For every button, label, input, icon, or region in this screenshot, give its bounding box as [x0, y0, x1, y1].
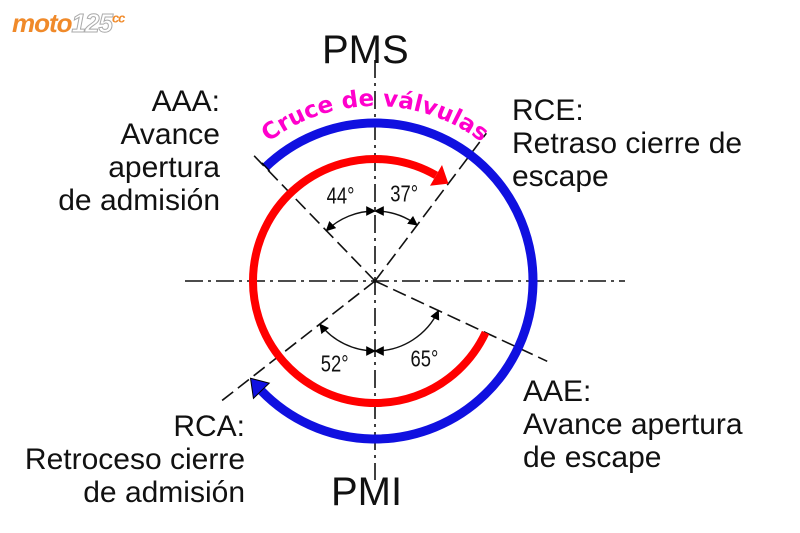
rce-line: escape — [512, 160, 609, 193]
aaa-line: Avance — [120, 118, 220, 151]
aae-line: Avance apertura — [523, 408, 743, 441]
aae-line — [374, 280, 548, 363]
logo-cc: cc — [111, 10, 126, 26]
exhaust-arc — [249, 155, 490, 407]
intake-arc-start-cap — [261, 162, 271, 172]
logo-number: 125 — [71, 8, 113, 39]
aae-angle-arc — [374, 309, 440, 356]
exhaust-arrowhead — [430, 164, 449, 186]
rca-line — [220, 280, 376, 402]
pmi-label: PMI — [331, 470, 403, 514]
rce-angle-arc — [374, 206, 418, 226]
moto125-logo: moto125cc — [12, 8, 126, 39]
rce-label: RCE: Retraso cierre de escape — [512, 94, 742, 193]
rca-angle-arc — [319, 323, 376, 356]
aaa-angle-value: 44° — [327, 184, 355, 209]
aaa-line: de admisión — [58, 184, 220, 217]
aaa-angle-arc — [325, 206, 376, 232]
rca-line: Retroceso cierre — [24, 443, 245, 476]
center-point — [373, 279, 377, 283]
rce-title: RCE: — [512, 94, 584, 127]
aaa-label: AAA: Avance apertura de admisión — [58, 85, 220, 217]
pms-label: PMS — [322, 28, 409, 72]
logo-text: moto — [12, 8, 73, 38]
aae-angle-value: 65° — [411, 347, 439, 372]
rca-line: de admisión — [83, 476, 245, 509]
intake-arc — [258, 118, 538, 444]
intake-arrowhead — [249, 377, 271, 400]
aae-label: AAE: Avance apertura de escape — [523, 375, 743, 474]
rca-title: RCA: — [173, 410, 245, 443]
rce-line: Retraso cierre de — [512, 127, 743, 160]
aaa-title: AAA: — [151, 85, 220, 118]
aaa-line — [249, 150, 376, 282]
rce-angle-value: 37° — [390, 182, 418, 207]
rce-line — [374, 132, 487, 282]
aae-line: de escape — [523, 441, 662, 474]
aae-title: AAE: — [523, 375, 592, 408]
aaa-line: apertura — [108, 151, 220, 184]
rca-angle-value: 52° — [321, 352, 349, 377]
rca-label: RCA: Retroceso cierre de admisión — [25, 410, 245, 509]
